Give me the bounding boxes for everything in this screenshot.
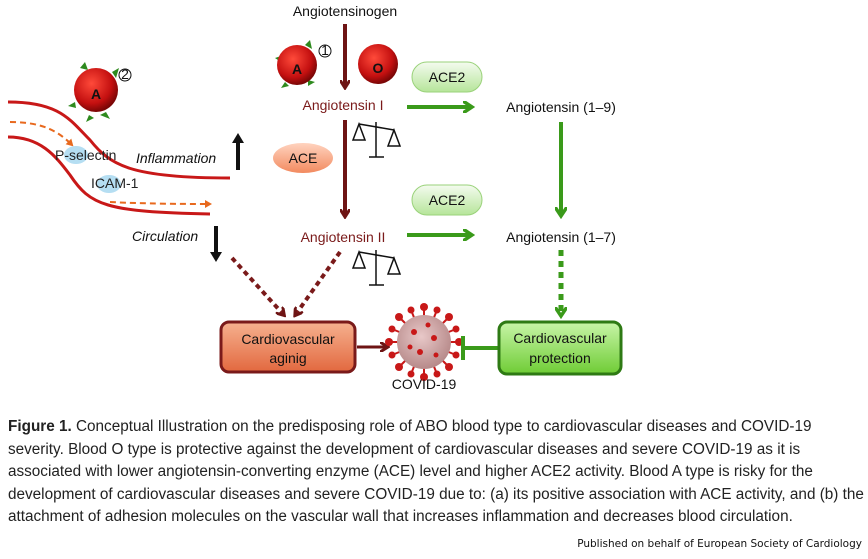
- cv-aging-line1: Cardiovascular: [241, 331, 335, 347]
- ang2-to-aging-arrow: [296, 250, 342, 314]
- blood-type-o-label: O: [373, 60, 384, 76]
- angiotensin-2-label: Angiotensin II: [301, 229, 386, 245]
- cv-aging-line2: aginig: [269, 350, 306, 366]
- marker-2-label: 2: [121, 66, 129, 82]
- covid-virus-icon: [385, 303, 463, 381]
- icam-molecule: [97, 175, 121, 193]
- icam-label: ICAM-1: [91, 175, 139, 191]
- cv-protection-line1: Cardiovascular: [513, 330, 607, 346]
- ace2-top-label: ACE2: [429, 69, 466, 85]
- balance-scale-icon-top: [351, 121, 402, 158]
- angiotensinogen-label: Angiotensinogen: [293, 3, 397, 19]
- figure-caption-text: Conceptual Illustration on the predispos…: [8, 418, 864, 526]
- protection-inhibits-covid: [461, 336, 498, 360]
- blood-vessel: [7, 100, 231, 216]
- ace2-enzyme-top: ACE2: [411, 61, 483, 93]
- cardiovascular-aging-box: Cardiovascular aginig: [219, 320, 357, 374]
- blood-type-o-cell: O: [358, 44, 398, 84]
- circulation-to-aging-arrow: [230, 256, 283, 314]
- angiotensin-1-9-label: Angiotensin (1–9): [506, 99, 616, 115]
- ace-label: ACE: [289, 150, 318, 166]
- angiotensin-1-7-label: Angiotensin (1–7): [506, 229, 616, 245]
- p-selectin-molecule: [64, 146, 88, 164]
- p-selectin-label: P-selectin: [55, 147, 116, 163]
- ace-enzyme: ACE: [273, 143, 333, 173]
- ace2-bottom-label: ACE2: [429, 192, 466, 208]
- circulation-label: Circulation: [132, 228, 198, 244]
- blood-type-a-cell-left: A: [68, 62, 119, 122]
- covid-label: COVID-19: [392, 376, 457, 392]
- cardiovascular-protection-box: Cardiovascular protection: [497, 320, 623, 376]
- figure-caption: Figure 1. Conceptual Illustration on the…: [8, 416, 864, 529]
- ras-abo-diagram: P-selectin ICAM-1 A 2 Inflammation Circu…: [7, 3, 623, 392]
- inflammation-label: Inflammation: [136, 150, 216, 166]
- publisher-credit: Published on behalf of European Society …: [577, 538, 862, 550]
- ace2-enzyme-bottom: ACE2: [411, 184, 483, 216]
- marker-1-label: 1: [321, 42, 329, 58]
- balance-scale-icon-bottom: [351, 249, 402, 286]
- blood-type-a-top-label: A: [292, 61, 302, 77]
- blood-type-a-cell-top: A: [275, 40, 317, 88]
- blood-type-a-left-label: A: [91, 86, 101, 102]
- cv-protection-line2: protection: [529, 350, 590, 366]
- marker-1-circle: [318, 44, 332, 58]
- angiotensin-1-label: Angiotensin I: [303, 97, 384, 113]
- figure-caption-label: Figure 1.: [8, 418, 72, 435]
- marker-2-circle: [118, 68, 132, 82]
